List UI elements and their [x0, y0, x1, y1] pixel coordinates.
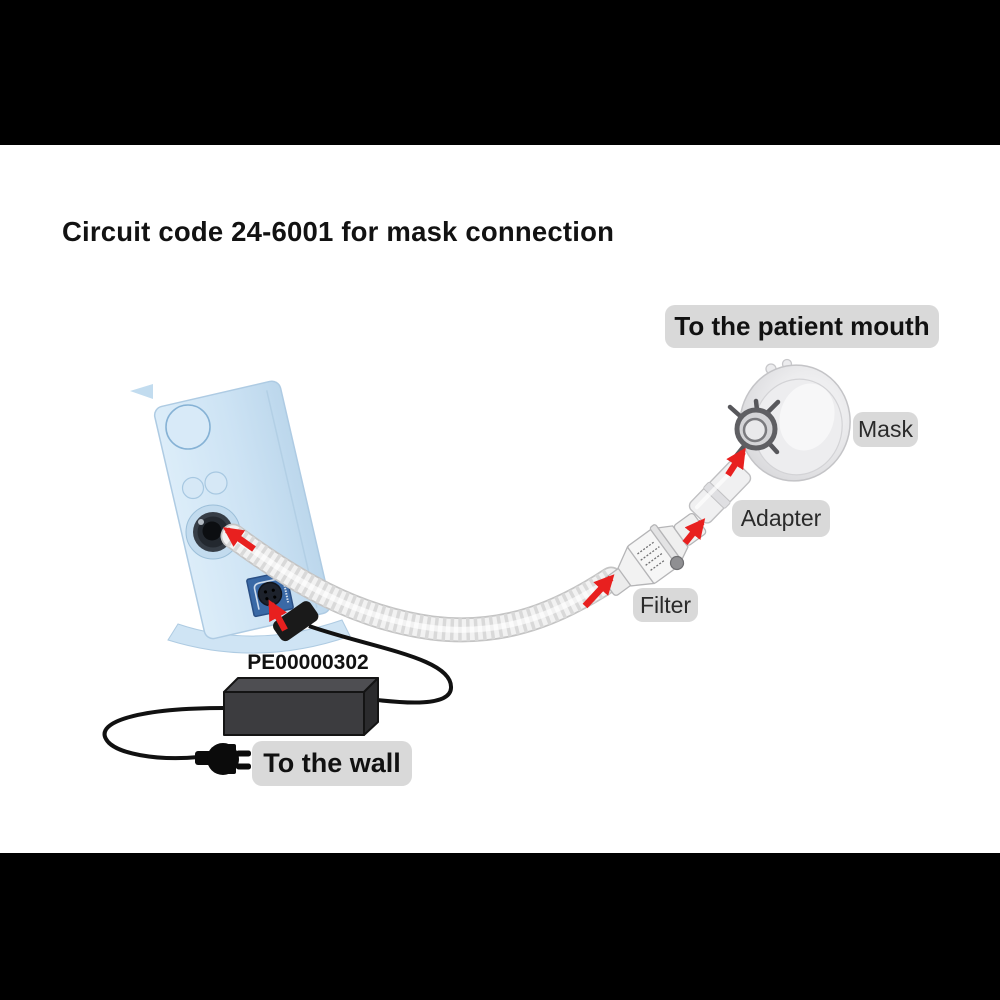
dc-connector: [273, 601, 319, 642]
device-fin: [130, 384, 153, 399]
letterbox-top-bar: [0, 0, 1000, 145]
arrow-tube-to-device: [222, 527, 256, 552]
filter-knob: [669, 555, 685, 571]
arrow-filter-to-adapter: [682, 518, 706, 546]
dc-cable: [308, 624, 454, 705]
page-title: Circuit code 24-6001 for mask connection: [62, 216, 615, 247]
power-supply-brick: [223, 677, 379, 736]
ventilator-device-illustration: [130, 380, 351, 654]
letterbox-bottom-bar: [0, 853, 1000, 1000]
mask-connector-ring: [727, 398, 781, 459]
arrow-tube-to-filter: [582, 574, 615, 609]
wall-plug-icon: [195, 743, 251, 775]
callout-mask: Mask: [853, 412, 918, 447]
callout-adapter: Adapter: [732, 500, 830, 537]
arrow-cable-to-power-port: [268, 599, 288, 632]
arrow-adapter-to-mask: [725, 447, 746, 477]
callout-to-the-wall: To the wall: [252, 741, 412, 786]
device-large-circle: [165, 404, 211, 450]
device-small-circle-2: [204, 471, 228, 495]
power-supply-part-code: PE00000302: [247, 650, 369, 674]
connection-arrows: [222, 447, 746, 632]
mask-illustration: [727, 358, 851, 482]
callout-filter: Filter: [633, 588, 698, 622]
power-circuit-illustration: [102, 601, 454, 775]
wall-cable: [102, 706, 226, 761]
breathing-tube-illustration: [220, 523, 624, 643]
device-small-circle-1: [181, 476, 205, 500]
device-air-port: [185, 504, 241, 560]
callout-to-patient-mouth: To the patient mouth: [665, 305, 939, 348]
